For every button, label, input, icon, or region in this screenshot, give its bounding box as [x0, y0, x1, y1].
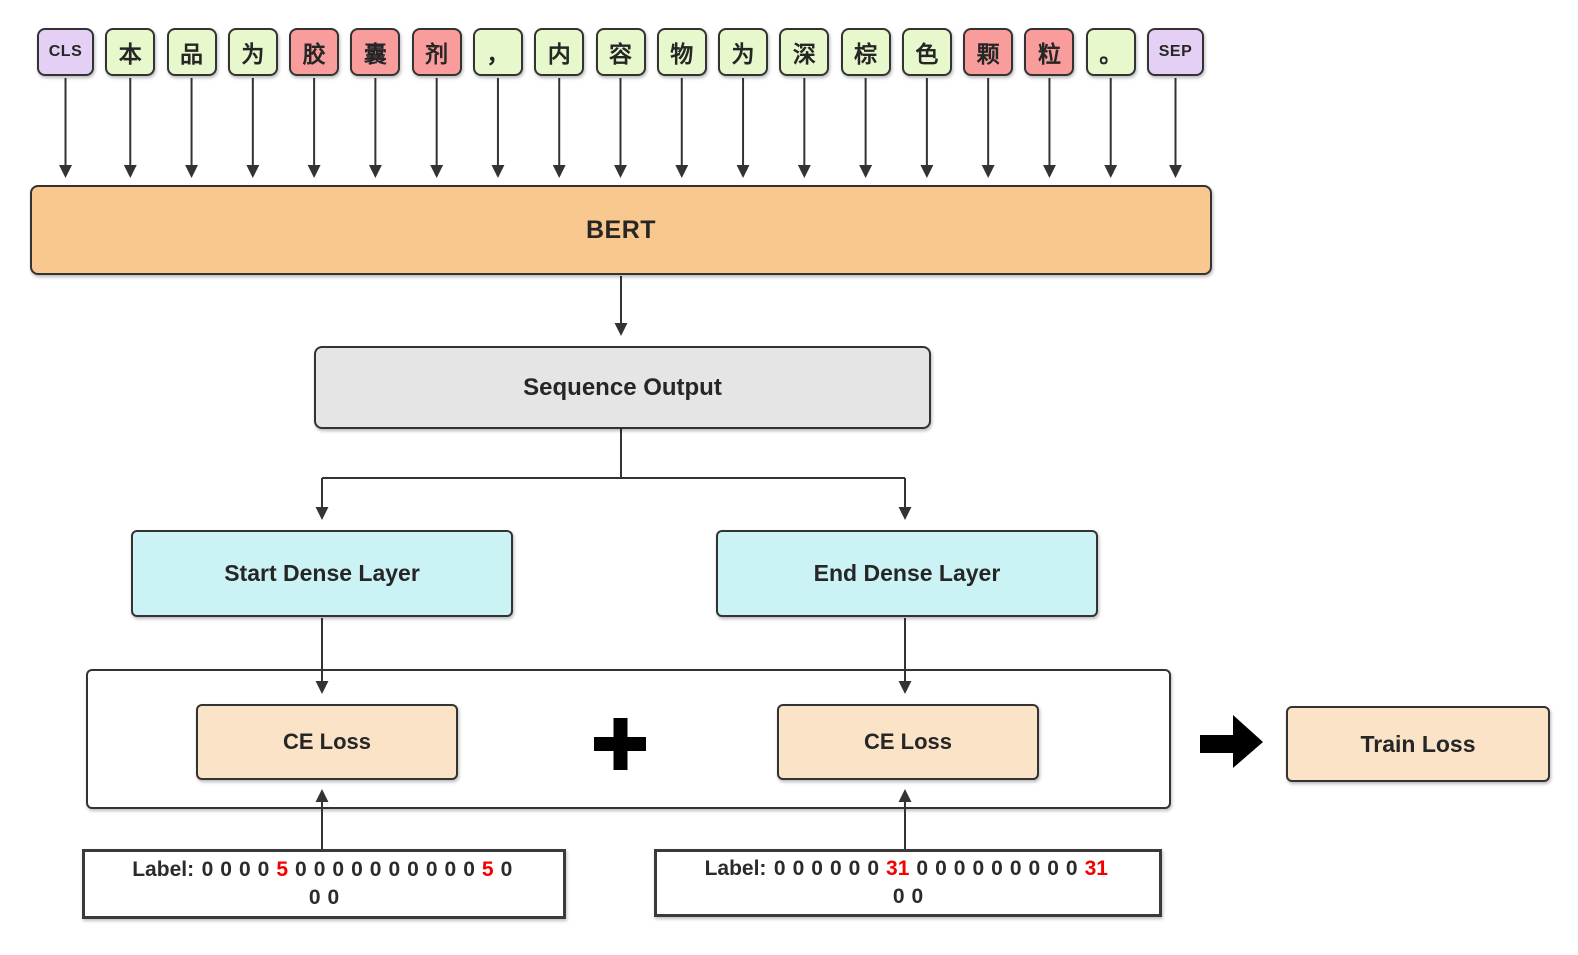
train-loss-box: Train Loss [1286, 706, 1550, 782]
label-value: 0 [444, 857, 457, 881]
label-value: 0 [773, 856, 786, 880]
label-value: 0 [369, 857, 382, 881]
sequence-output-box: Sequence Output [314, 346, 931, 429]
token-text: CLS [48, 43, 83, 60]
token-text: 为 [241, 41, 265, 67]
token-box: 深 [779, 28, 830, 76]
label-value: 0 [388, 857, 401, 881]
token-box: 颗 [963, 28, 1014, 76]
label-value: 0 [811, 856, 823, 880]
label-value: 0 [953, 856, 966, 880]
label-prefix: Label: [132, 857, 195, 881]
token-box: 胶 [289, 28, 340, 76]
label-value: 0 [911, 885, 924, 908]
token-box: 本 [105, 28, 156, 76]
label-value-highlight: 5 [481, 857, 494, 881]
token-box: 。 [1085, 28, 1136, 76]
label-value: 0 [1009, 856, 1022, 880]
token-text: 颗 [976, 41, 1000, 67]
arrow-right-icon [1200, 715, 1263, 768]
token-text: 容 [609, 41, 632, 67]
token-box: 为 [718, 28, 769, 76]
token-box: 粒 [1024, 28, 1075, 76]
token-box: 囊 [350, 28, 401, 76]
token-text: 囊 [363, 41, 387, 67]
token-box: ， [472, 28, 523, 76]
label-value: 0 [327, 886, 340, 909]
label-value: 0 [991, 856, 1003, 880]
token-text: SEP [1158, 43, 1193, 60]
token-text: 本 [118, 41, 142, 67]
token-box: 棕 [840, 28, 891, 76]
token-box: CLS [37, 28, 94, 76]
label-value: 0 [425, 857, 438, 881]
label-value: 0 [313, 857, 326, 881]
label-value: 0 [916, 856, 929, 880]
ce-loss-start-box: CE Loss [196, 704, 458, 780]
label-value: 0 [407, 857, 419, 881]
label-value: 0 [1047, 856, 1059, 880]
ce-loss-end-box: CE Loss [777, 704, 1039, 780]
label-value: 0 [972, 856, 985, 880]
token-text: 棕 [854, 41, 878, 67]
label-value: 0 [892, 885, 905, 908]
label-value: 0 [257, 857, 270, 881]
label-prefix: Label: [704, 856, 767, 880]
label-value-highlight: 31 [886, 856, 910, 880]
token-box: SEP [1147, 28, 1204, 76]
label-value: 0 [829, 856, 842, 880]
token-box: 为 [227, 28, 278, 76]
label-value: 0 [1028, 856, 1041, 880]
token-box: 容 [595, 28, 646, 76]
label-value: 0 [1065, 856, 1078, 880]
label-value: 0 [351, 857, 363, 881]
label-value: 0 [463, 857, 475, 881]
token-arrow-group [59, 78, 1182, 178]
label-value: 0 [935, 856, 947, 880]
token-text: ， [486, 41, 510, 67]
token-text: 内 [547, 41, 571, 67]
token-text: 胶 [302, 41, 326, 67]
token-text: 品 [180, 41, 204, 67]
label-value: 0 [308, 886, 321, 909]
label-value: 0 [220, 857, 232, 881]
label-value: 0 [792, 856, 805, 880]
token-text: 为 [731, 41, 755, 67]
label-value: 0 [867, 856, 880, 880]
label-value: 0 [201, 857, 214, 881]
token-text: 。 [1099, 41, 1123, 67]
token-text: 物 [670, 41, 694, 67]
label-value: 0 [500, 857, 513, 881]
label-value-highlight: 31 [1084, 856, 1108, 880]
token-box: 色 [901, 28, 952, 76]
label-value: 0 [238, 857, 251, 881]
token-box: 品 [166, 28, 217, 76]
label-value: 0 [295, 857, 307, 881]
token-text: 粒 [1037, 41, 1061, 67]
label-value: 0 [848, 856, 861, 880]
token-text: 剂 [425, 41, 449, 67]
token-box: 物 [656, 28, 707, 76]
plus-icon [594, 718, 646, 770]
start-dense-layer-box: Start Dense Layer [131, 530, 513, 617]
label-value-highlight: 5 [276, 857, 289, 881]
token-text: 色 [915, 41, 939, 67]
label-value: 0 [332, 857, 345, 881]
token-text: 深 [792, 41, 816, 67]
token-box: 剂 [411, 28, 462, 76]
bert-box: BERT [30, 185, 1212, 275]
token-box: 内 [534, 28, 585, 76]
end-dense-layer-box: End Dense Layer [716, 530, 1098, 617]
